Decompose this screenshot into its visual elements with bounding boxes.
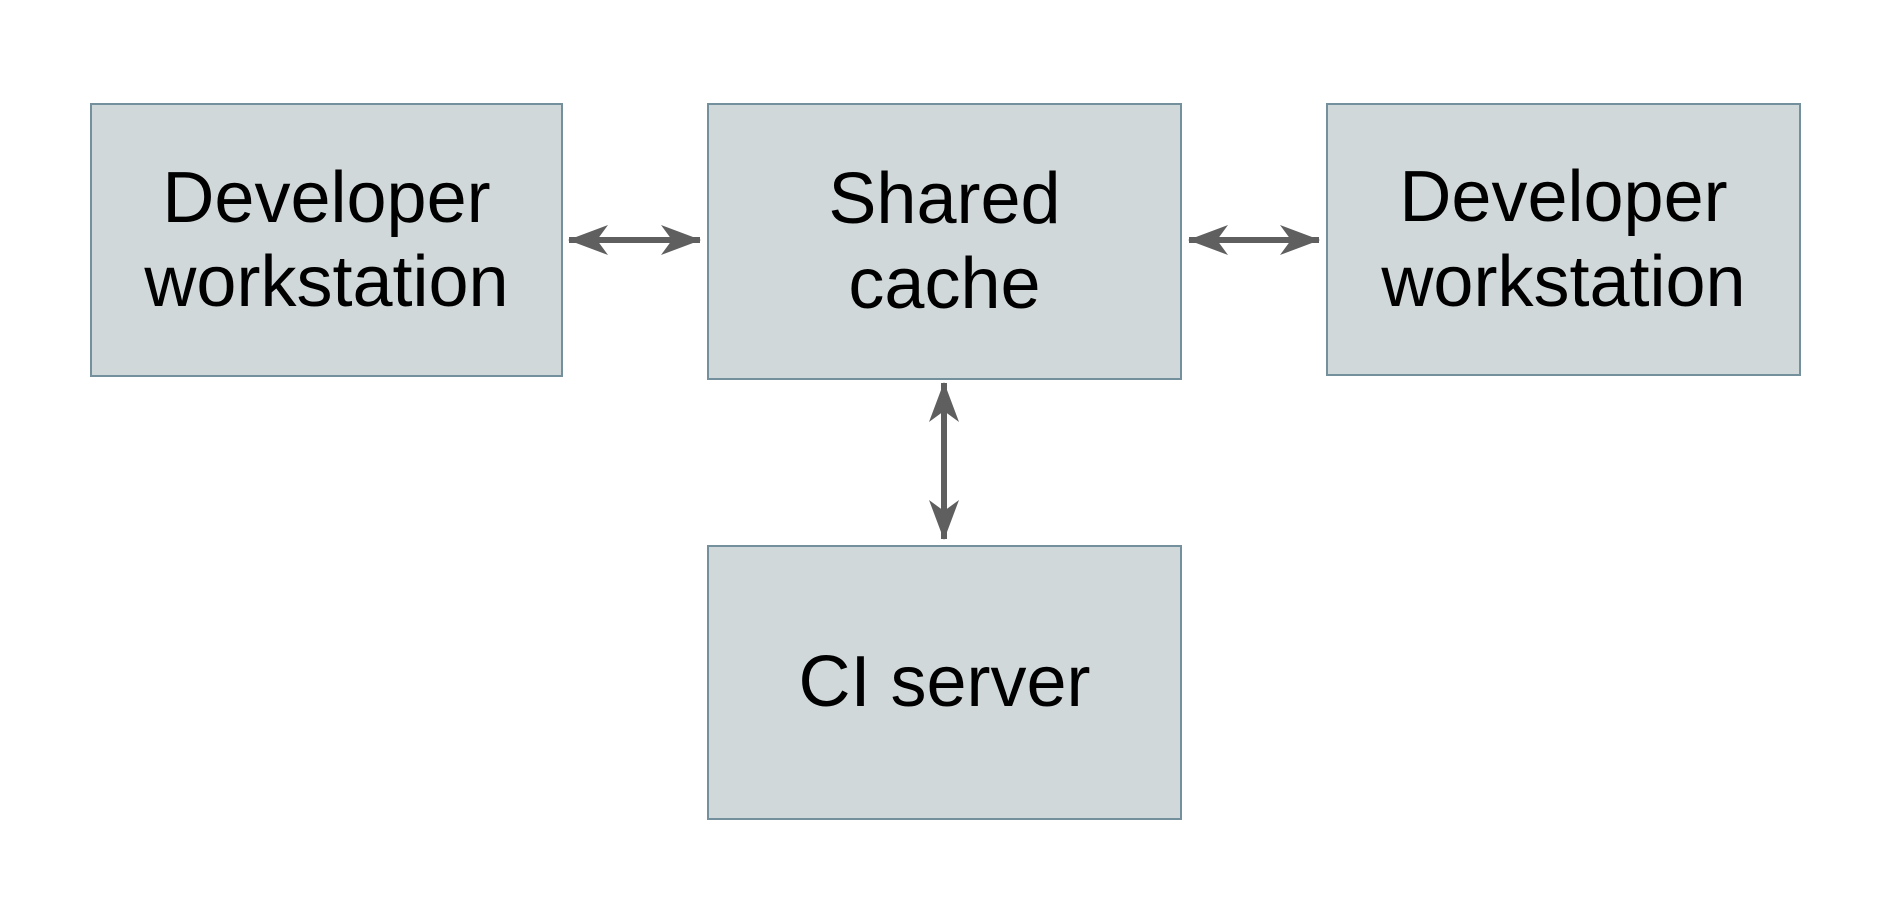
node-developer-workstation-left: Developer workstation xyxy=(90,103,563,377)
node-shared-cache: Shared cache xyxy=(707,103,1182,380)
node-label: CI server xyxy=(798,642,1091,723)
node-ci-server: CI server xyxy=(707,545,1182,820)
node-developer-workstation-right: Developer workstation xyxy=(1326,103,1801,376)
node-label: Developer workstation xyxy=(144,157,509,322)
node-label: Developer workstation xyxy=(1381,157,1746,322)
node-label: Shared cache xyxy=(828,159,1061,324)
